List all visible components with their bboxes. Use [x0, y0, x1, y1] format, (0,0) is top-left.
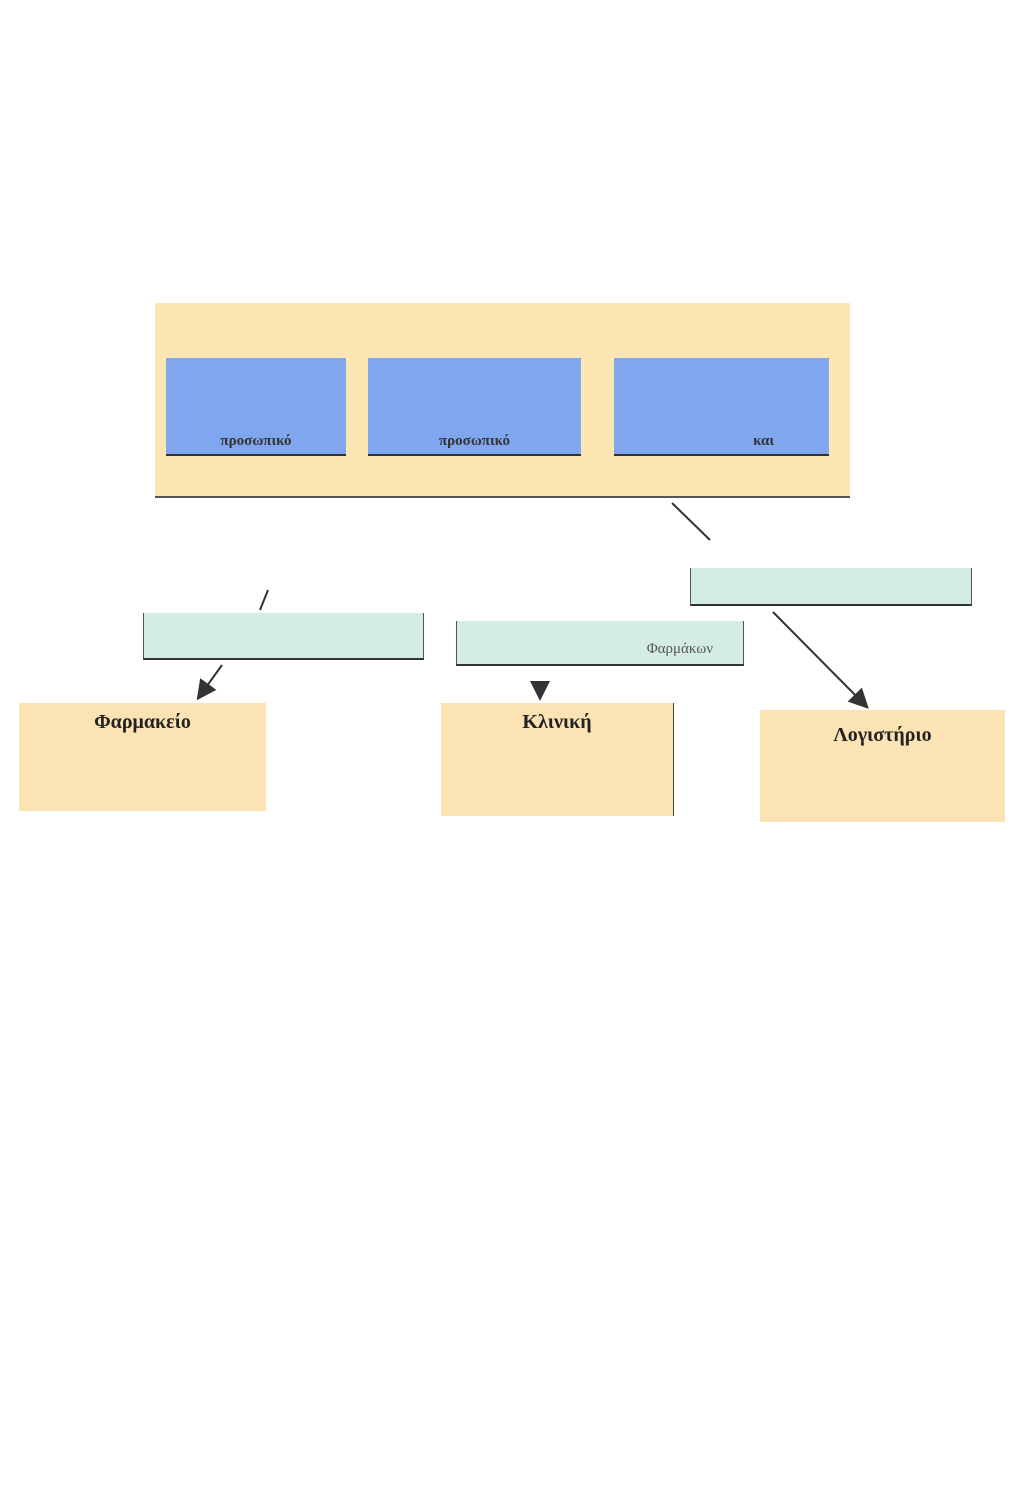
top-box-3: και	[614, 358, 829, 456]
dept-pharmacy-label: Φαρμακείο	[94, 711, 191, 733]
arrow-to-pharmacy	[196, 664, 223, 701]
top-box-1: προσωπικό	[166, 358, 346, 456]
top-box-2-label: προσωπικό	[438, 433, 511, 449]
dept-clinic: Κλινική	[441, 703, 674, 816]
dept-accounting-label: Λογιστήριο	[833, 724, 932, 746]
connector-top-to-right	[671, 502, 711, 541]
top-box-3-label: και	[753, 433, 774, 449]
left-process-box	[143, 613, 424, 660]
top-box-1-label: προσωπικό	[220, 433, 292, 449]
arrow-to-accounting	[772, 611, 869, 709]
dept-clinic-label: Κλινική	[522, 711, 592, 733]
center-process-label: Φαρμάκων	[646, 641, 713, 657]
center-process-box: Φαρμάκων	[456, 621, 744, 666]
dept-pharmacy: Φαρμακείο	[19, 703, 266, 811]
dept-accounting: Λογιστήριο	[760, 710, 1005, 822]
right-process-box	[690, 568, 972, 606]
top-box-2: προσωπικό	[368, 358, 581, 456]
connector-left-upper	[259, 589, 269, 611]
